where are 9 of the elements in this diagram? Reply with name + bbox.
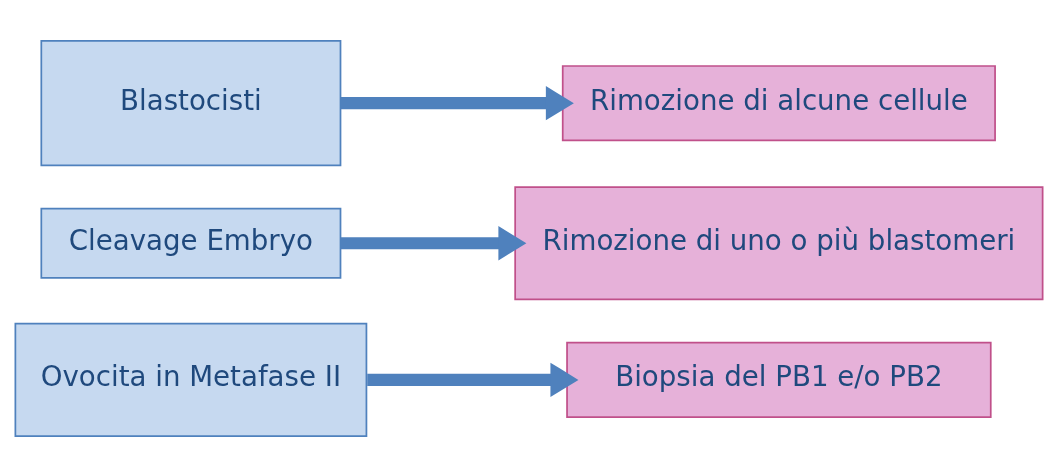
node-box: Biopsia del PB1 e/o PB2 — [566, 341, 992, 418]
node-box: Blastocisti — [40, 39, 342, 166]
arrow — [367, 362, 579, 397]
node-box: Ovocita in Metafase II — [14, 322, 368, 437]
node-box: Rimozione di uno o più blastomeri — [514, 185, 1044, 300]
node-box: Cleavage Embryo — [40, 207, 342, 279]
arrow — [340, 225, 527, 260]
arrow — [340, 85, 574, 120]
node-box: Rimozione di alcune cellule — [561, 64, 996, 141]
